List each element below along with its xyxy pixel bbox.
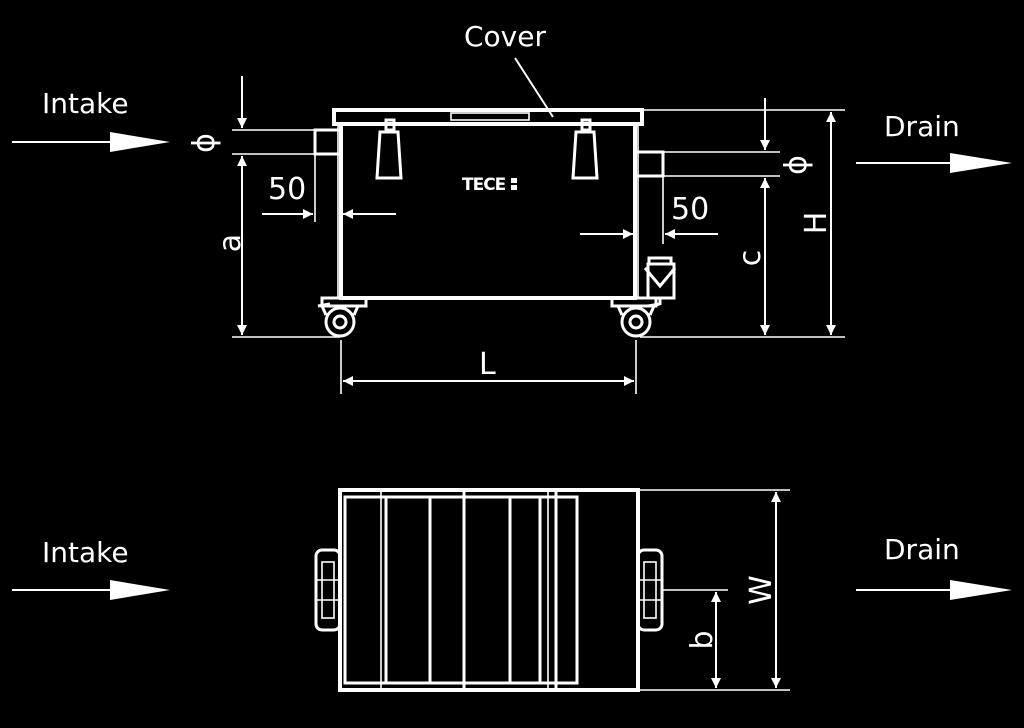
tank-plan-outline xyxy=(338,488,640,692)
inlet-pipe xyxy=(232,128,343,156)
intake-label-bottom: Intake xyxy=(42,536,129,569)
wheel-left xyxy=(317,296,368,338)
offset-inlet-label: 50 xyxy=(268,172,306,207)
wheel-right xyxy=(610,296,661,338)
drain-arrow-top xyxy=(856,153,1012,173)
drain-arrow-bottom xyxy=(856,580,1012,600)
outlet-diameter-symbol: ϕ xyxy=(779,155,814,175)
intake-label-top: Intake xyxy=(42,87,129,120)
latch-right xyxy=(571,118,599,180)
offset-outlet-label: 50 xyxy=(671,192,709,227)
dimension-a-label: a xyxy=(213,234,248,252)
dimension-c-label: c xyxy=(733,250,768,267)
tece-logo: TECE xyxy=(462,175,506,195)
drain-label-bottom: Drain xyxy=(884,533,960,566)
cover-label: Cover xyxy=(464,20,546,53)
logo-mark xyxy=(511,178,517,183)
dimension-H-label: H xyxy=(799,212,834,235)
intake-arrow-top xyxy=(12,132,170,152)
offset-outlet-dimension xyxy=(580,176,718,244)
dimension-L xyxy=(340,340,637,394)
outlet-pipe xyxy=(633,150,780,178)
drain-valve xyxy=(643,256,677,305)
inlet-diameter-symbol: ϕ xyxy=(187,133,222,153)
intake-arrow-bottom xyxy=(12,580,170,600)
cover-leader-line xyxy=(514,57,554,118)
plan-view: Intake Drain xyxy=(12,488,1012,692)
offset-inlet-dimension xyxy=(262,154,396,222)
dimension-W-label: W xyxy=(744,575,779,605)
handle-left xyxy=(314,548,342,632)
dimension-L-label: L xyxy=(479,347,496,382)
latch-left xyxy=(375,118,403,180)
tank-body: TECE xyxy=(332,108,644,300)
drain-label-top: Drain xyxy=(884,110,960,143)
dimension-b-label: b xyxy=(685,630,720,649)
handle-right xyxy=(636,548,664,632)
side-view: Intake Drain Cover TECE xyxy=(12,20,1012,394)
